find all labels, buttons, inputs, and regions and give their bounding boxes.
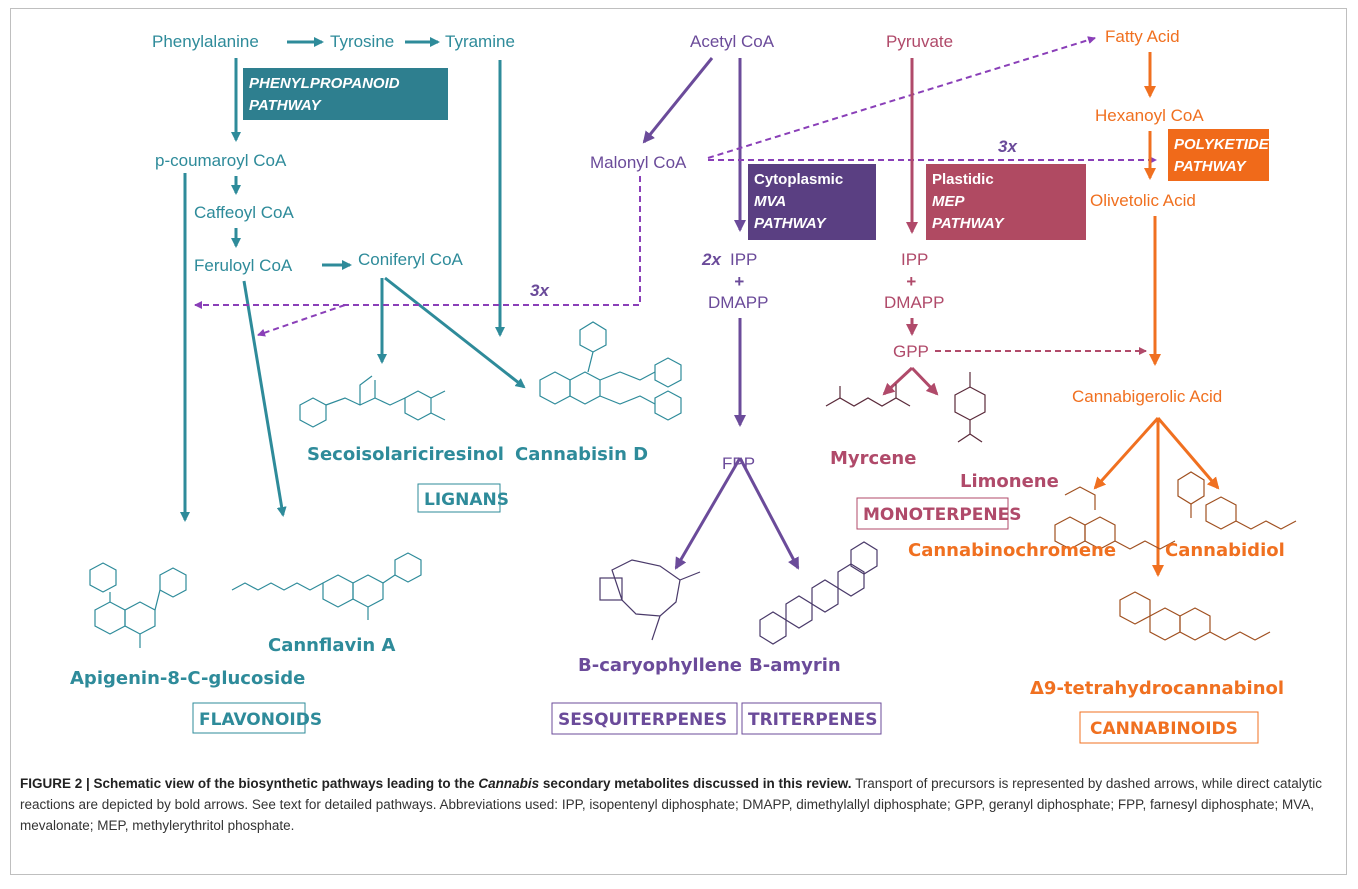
plus-mep: +	[906, 272, 916, 291]
class-sesquiterpenes: SESQUITERPENES	[558, 710, 727, 730]
box-mep	[926, 164, 1086, 240]
box-polyketide	[1168, 129, 1269, 181]
label-myrcene: Myrcene	[830, 448, 916, 469]
class-box-cannabinoids	[1079, 711, 1259, 744]
node-phenylalanine: Phenylalanine	[152, 32, 259, 51]
label-amyrin: B-amyrin	[749, 655, 841, 676]
node-olivetolic: Olivetolic Acid	[1090, 191, 1196, 210]
figure-frame	[10, 8, 1347, 875]
mep-section: Pyruvate Plastidic MEP PATHWAY IPP + DMA…	[825, 32, 1147, 530]
label-limonene: Limonene	[960, 471, 1059, 492]
arrow-acetyl-malonyl	[642, 57, 714, 144]
plus-mva: +	[734, 272, 744, 291]
mult-2x: 2x	[701, 250, 722, 269]
box-mep-line2: MEP	[932, 193, 966, 210]
box-mva	[748, 164, 876, 240]
box-polyketide-line1: POLYKETIDE	[1174, 136, 1270, 153]
structure-cannflavin	[231, 552, 422, 620]
node-feruloyl: Feruloyl CoA	[194, 256, 293, 275]
node-p-coumaroyl: p-coumaroyl CoA	[155, 151, 287, 170]
class-cannabinoids: CANNABINOIDS	[1090, 719, 1238, 739]
mult-3x-left: 3x	[530, 281, 550, 300]
node-caffeoyl: Caffeoyl CoA	[194, 203, 295, 222]
mva-section: Acetyl CoA Malonyl CoA Cytoplasmic MVA P…	[194, 32, 1157, 735]
arrow-fpp-caryophyllene	[674, 457, 742, 570]
label-caryophyllene: B-caryophyllene	[578, 655, 742, 676]
structure-cannabidiol	[1177, 471, 1297, 530]
label-cannabidiol: Cannabidiol	[1165, 540, 1285, 561]
class-triterpenes: TRITERPENES	[748, 710, 877, 730]
structure-myrcene	[825, 384, 911, 407]
node-hexanoyl: Hexanoyl CoA	[1095, 106, 1204, 125]
box-mva-line2: MVA	[754, 193, 786, 210]
node-ipp-mep: IPP	[901, 250, 928, 269]
class-monoterpenes: MONOTERPENES	[863, 505, 1022, 525]
caption-label: FIGURE 2 | Schematic view of the biosynt…	[20, 776, 475, 791]
phenylpropanoid-section: Phenylalanine Tyrosine Tyramine PHENYLPR…	[70, 32, 682, 734]
arrow-fpp-amyrin	[738, 457, 800, 570]
node-ipp-mva: IPP	[730, 250, 757, 269]
mult-3x-right: 3x	[998, 137, 1018, 156]
node-coniferyl: Coniferyl CoA	[358, 250, 464, 269]
box-polyketide-line2: PATHWAY	[1174, 158, 1248, 175]
label-apigenin: Apigenin-8-C-glucoside	[70, 668, 305, 689]
node-tyramine: Tyramine	[445, 32, 515, 51]
structure-amyrin	[759, 541, 878, 645]
pathway-diagram: Phenylalanine Tyrosine Tyramine PHENYLPR…	[70, 27, 1297, 744]
arrow-gpp-myrcene	[882, 366, 914, 396]
structure-cannabichromene	[1054, 486, 1176, 550]
caption-label-end: secondary metabolites discussed in this …	[542, 776, 852, 791]
box-phenylpropanoid	[243, 68, 448, 120]
structure-apigenin	[89, 562, 187, 648]
node-gpp: GPP	[893, 342, 929, 361]
caption-body: Transport of precursors is represented b…	[20, 776, 1323, 833]
label-thc: Δ9-tetrahydrocannabinol	[1030, 678, 1284, 699]
node-tyrosine: Tyrosine	[330, 32, 394, 51]
dashed-malonyl-feruloyl	[257, 304, 346, 337]
arrow-gpp-limonene	[910, 366, 939, 396]
label-cannabichromene: Cannabinochromene	[908, 540, 1116, 561]
node-dmapp-mep: DMAPP	[884, 293, 944, 312]
arrow-cbga-cbd	[1156, 417, 1220, 490]
node-malonyl-coa: Malonyl CoA	[590, 153, 687, 172]
class-box-flavonoids	[192, 702, 306, 734]
arrow-feruloyl-cannflavin	[242, 280, 287, 517]
node-dmapp-mva: DMAPP	[708, 293, 768, 312]
label-secoisolariciresinol: Secoisolariciresinol	[307, 444, 504, 465]
box-mep-line1: Plastidic	[932, 171, 994, 188]
box-mep-line3: PATHWAY	[932, 215, 1006, 232]
box-mva-line1: Cytoplasmic	[754, 171, 843, 188]
box-phenylpropanoid-line2: PATHWAY	[249, 97, 323, 114]
arrow-coniferyl-cannabisin	[384, 276, 526, 389]
structure-caryophyllene	[599, 559, 701, 641]
node-cannabigerolic: Cannabigerolic Acid	[1072, 387, 1222, 406]
class-box-triterpenes	[741, 702, 882, 735]
polyketide-section: Fatty Acid Hexanoyl CoA POLYKETIDE PATHW…	[908, 27, 1297, 744]
dashed-malonyl-phenyl	[194, 176, 641, 309]
label-cannflavin: Cannflavin A	[268, 635, 395, 656]
structure-secoisolariciresinol	[299, 375, 446, 428]
node-pyruvate: Pyruvate	[886, 32, 953, 51]
box-phenylpropanoid-line1: PHENYLPROPANOID	[249, 75, 400, 92]
label-cannabisin-d: Cannabisin D	[515, 444, 648, 465]
dashed-malonyl-fattyacid	[707, 36, 1096, 159]
class-lignans: LIGNANS	[424, 490, 509, 510]
arrow-cbga-cbc	[1093, 416, 1160, 490]
class-flavonoids: FLAVONOIDS	[199, 710, 322, 730]
node-fatty-acid: Fatty Acid	[1105, 27, 1180, 46]
class-box-monoterpenes	[856, 497, 1009, 530]
figure-caption: FIGURE 2 | Schematic view of the biosynt…	[20, 773, 1340, 836]
structure-limonene	[954, 372, 986, 443]
structure-thc	[1119, 591, 1271, 641]
structure-cannabisin-d	[539, 321, 682, 421]
class-box-lignans	[417, 483, 501, 513]
class-box-sesquiterpenes	[551, 702, 738, 735]
box-mva-line3: PATHWAY	[754, 215, 828, 232]
caption-label-italic: Cannabis	[478, 776, 540, 791]
node-acetyl-coa: Acetyl CoA	[690, 32, 775, 51]
